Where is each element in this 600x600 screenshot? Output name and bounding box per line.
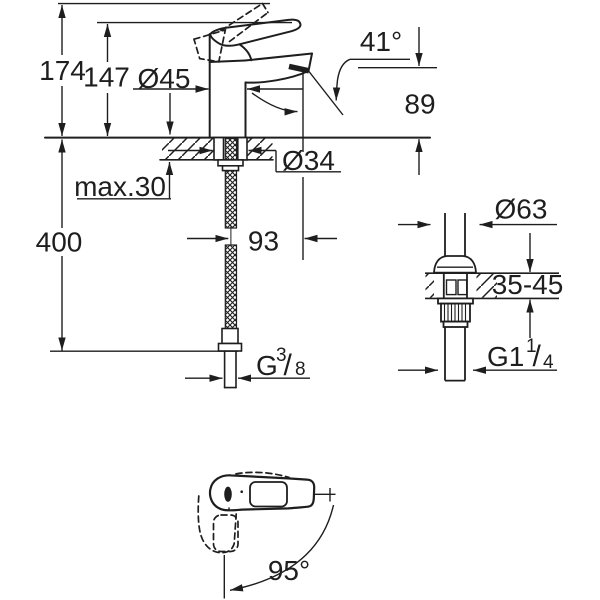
dim-spout-angle-label: 41° [360,26,402,57]
drain-body-window-right [457,279,468,296]
dimension-lines-drain [398,220,557,374]
spout-underside [244,70,310,84]
dimension-lines-top-view [223,488,336,599]
shank-step [221,165,240,172]
swivel-arc [229,504,335,592]
dim-hose-length-label: 400 [36,227,83,258]
dim-drain-deck-range-label: 35-45 [492,269,564,300]
dim-lever-height-label: 147 [83,62,130,93]
dim-hole-diameter-label: Ø34 [282,145,335,176]
drain-deck-hatch-left [425,274,434,298]
dim-drain-flange-label: Ø63 [495,194,548,225]
handle-pivot-dot [240,490,243,494]
lever-neck-curve [238,43,253,62]
flow-direction-arc [251,92,298,116]
dimension-lines-main [50,2,437,382]
thread-drain-prefix: G1 [487,341,524,372]
drain-step [442,320,469,328]
thread-hose-denominator: 8 [295,359,306,380]
drain-deck-hatch-right [476,274,497,298]
thread-drain-label: G1 1 / 4 [487,336,554,373]
drain-cap-dome [433,255,477,274]
spout-top-edge [244,52,313,62]
drain-thread-lines [443,304,467,322]
thread-hose-prefix: G [256,350,278,381]
dim-deck-max-label: max.30 [74,171,166,202]
leader-41-curve [332,58,351,101]
dim-total-height-label: 174 [39,55,86,86]
shank-flange [217,159,244,167]
faucet-side-view [44,2,431,389]
thread-hose-numerator: 3 [276,345,287,366]
stream-diagonal [308,71,344,116]
dim-spout-height-label: 89 [404,89,435,120]
thread-drain-numerator: 1 [526,336,537,357]
handle-logo-mark [224,486,232,502]
drain-body-window-left [445,279,457,296]
handle-outline [208,474,316,512]
handle-top-view [197,471,316,554]
dim-body-diameter-label: Ø45 [138,63,191,94]
drain-assembly-view [425,213,559,382]
aerator-outlet [288,63,310,74]
hose-in-shank [224,138,238,161]
thread-hose-label: G 3 / 8 [256,345,306,382]
dimension-labels: 174 147 Ø45 41° 89 max.30 Ø34 400 93 Ø63… [36,26,564,586]
deck-hatch-left [162,138,214,160]
deck-hatch-right [247,138,273,160]
thread-drain-denominator: 4 [543,352,554,373]
handle-pad-outline [249,481,288,508]
thread-drain-slash: / [533,340,542,373]
body-top-line [208,59,246,63]
dim-spout-projection-label: 93 [248,226,279,257]
flex-hose [217,170,243,389]
mounting-shank [213,136,248,172]
lever-raised-dashed [192,2,269,63]
hose-collar [221,327,239,345]
hose-nut [217,342,243,352]
thread-hose-slash: / [284,349,293,382]
handle-swiveled-dashed [197,471,290,554]
dim-swivel-angle-label: 95° [268,555,310,586]
cartridge-dashed-box [192,28,227,63]
